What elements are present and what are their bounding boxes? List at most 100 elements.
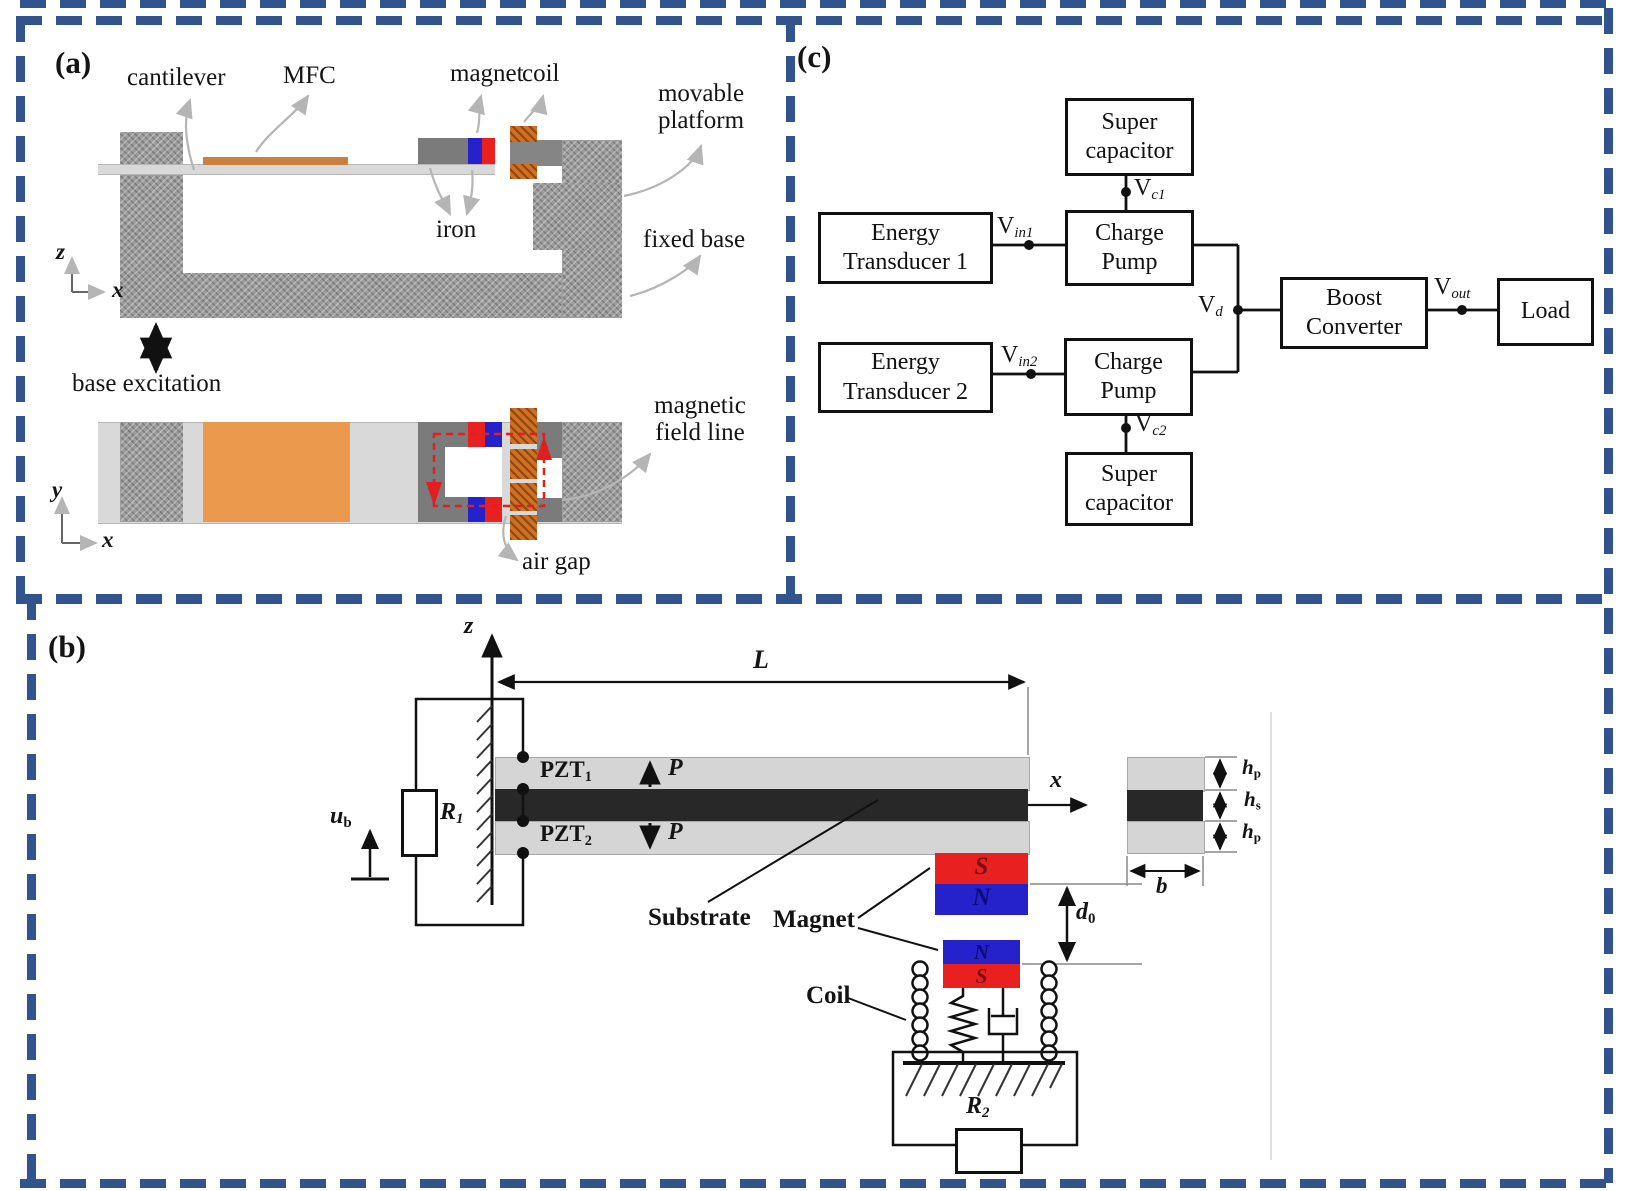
coil-block-3	[510, 483, 537, 511]
node-vin2	[1026, 369, 1036, 379]
pzt1-layer	[495, 757, 1030, 791]
panel-b-left-border	[27, 594, 36, 1186]
vin1-label: Vin1	[997, 213, 1034, 242]
iron-block-side	[418, 138, 468, 164]
vc1-label: Vc1	[1134, 175, 1166, 204]
hs-label: hs	[1244, 787, 1261, 813]
axis-x-label-side: x	[112, 277, 124, 302]
hp-top-label: hp	[1242, 755, 1261, 781]
label-mfc: MFC	[283, 62, 336, 89]
leader-fixed-base	[629, 254, 702, 298]
wall-hatching	[476, 705, 493, 903]
vc2-label: Vc2	[1135, 411, 1167, 440]
pzt2-label: PZT2	[540, 821, 592, 849]
block-load: Load	[1497, 278, 1594, 346]
coil-top-side	[510, 126, 537, 142]
iron-notch	[445, 447, 502, 497]
section-pzt-bottom	[1127, 821, 1205, 854]
movable-platform-block	[510, 140, 562, 166]
divider-horizontal	[16, 594, 1613, 604]
ub-label: ub	[330, 803, 352, 832]
label-coil: coil	[522, 60, 560, 87]
leader-magnet-bottom	[857, 927, 939, 951]
label-base-excitation: base excitation	[72, 370, 222, 397]
b-dim-label: b	[1156, 873, 1168, 898]
node-vd	[1233, 305, 1243, 315]
mfc-patch-top-view	[203, 422, 350, 522]
leader-mfc	[255, 94, 310, 153]
axis-x-label-top: x	[102, 527, 114, 552]
leader-movable-platform	[623, 143, 704, 198]
label-iron: iron	[436, 216, 477, 243]
magnet-top-red	[468, 422, 485, 447]
bottom-border	[20, 1179, 1620, 1188]
tip-magnet-s: S	[935, 853, 1028, 884]
label-air-gap: air gap	[522, 548, 591, 575]
axis-z-label: z	[56, 239, 65, 264]
panel-b-tag: (b)	[48, 629, 86, 664]
d0-label: d0	[1076, 899, 1096, 928]
magnet-blue-side	[468, 138, 482, 164]
base-magnet-n: N	[943, 940, 1020, 964]
platform-top-view	[562, 422, 622, 522]
coil-block-1	[510, 408, 537, 444]
polarization-bottom-label: P	[668, 819, 683, 845]
magnet-bottom-red	[485, 497, 502, 522]
panel-c-tag: (c)	[797, 39, 832, 74]
coil-bottom-side	[510, 164, 537, 179]
coil-label: Coil	[806, 982, 851, 1009]
label-cantilever: cantilever	[127, 64, 226, 91]
base-magnet-s: S	[943, 964, 1020, 988]
section-pzt-top	[1127, 757, 1205, 792]
node-vin1	[1024, 240, 1034, 250]
vout-label: Vout	[1434, 274, 1471, 303]
panel-a-tag: (a)	[55, 45, 92, 80]
b-axis-z-label: z	[464, 613, 474, 639]
cantilever-beam	[98, 164, 495, 175]
axis-y-label: y	[52, 477, 63, 502]
outer-border-top	[20, 0, 1620, 8]
fixed-base-bottom-bar	[120, 273, 622, 318]
coil-block-4	[510, 515, 537, 540]
coil-holder-slot	[537, 458, 562, 498]
label-fixed-base: fixed base	[643, 226, 746, 253]
magnet-top-blue	[485, 422, 502, 447]
node-vc2	[1121, 423, 1131, 433]
resistor-r2-box	[955, 1128, 1023, 1174]
panel-a-left-border	[16, 16, 25, 604]
leader-iron-2	[463, 169, 481, 217]
vin2-label: Vin2	[1001, 342, 1038, 371]
leader-cantilever	[175, 97, 196, 171]
leader-coil	[523, 93, 548, 123]
b-axis-x-label: x	[1050, 767, 1062, 793]
leader-magnet-top	[857, 867, 931, 919]
ground-hatching	[905, 1063, 1063, 1097]
hp-bottom-label: hp	[1242, 819, 1261, 845]
polarization-top-label: P	[668, 755, 683, 781]
coil-block-2	[510, 449, 537, 479]
platform-step	[533, 183, 622, 250]
node-vc1	[1121, 187, 1131, 197]
substrate-label: Substrate	[648, 904, 751, 931]
substrate-layer	[495, 789, 1028, 821]
magnet-bottom-blue	[468, 497, 485, 522]
clamp-top-view	[120, 422, 183, 522]
node-vout	[1457, 305, 1467, 315]
panel-top-border	[16, 16, 1604, 25]
magnet-red-side	[482, 138, 495, 164]
damper-symbol	[987, 988, 1019, 1062]
pzt1-label: PZT1	[540, 757, 592, 785]
section-substrate	[1127, 790, 1203, 821]
subfigure-edge-line	[1270, 712, 1272, 1160]
vd-label: Vd	[1198, 292, 1223, 321]
r2-label: R2	[966, 1093, 990, 1122]
